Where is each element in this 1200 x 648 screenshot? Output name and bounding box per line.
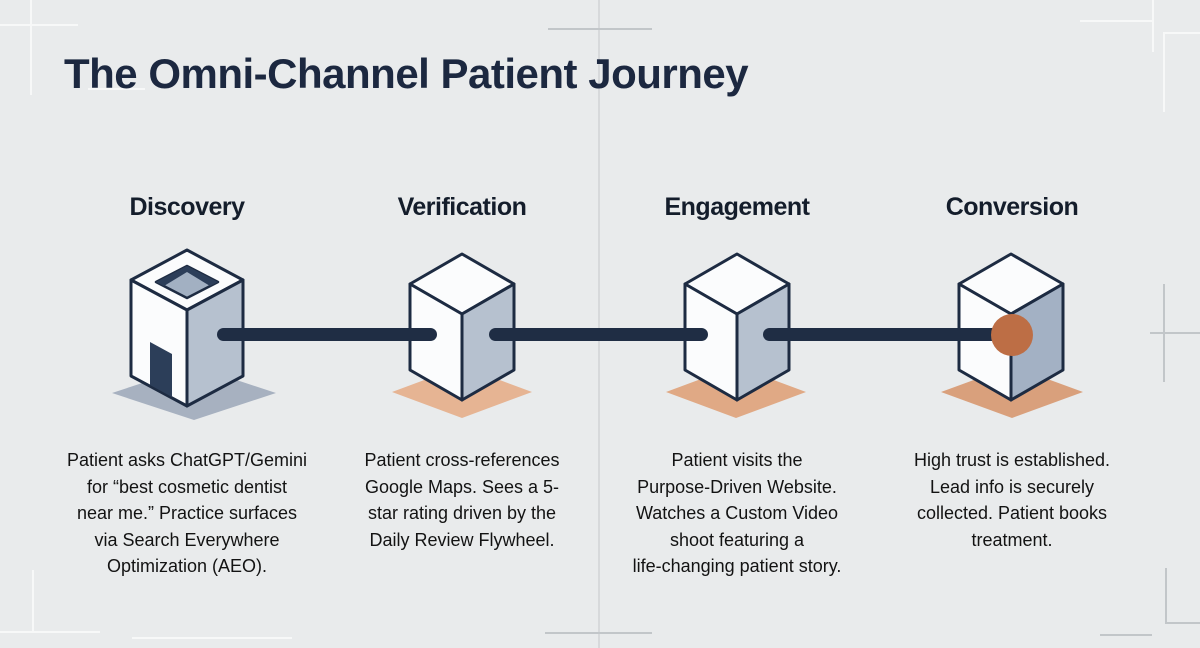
- registration-mark: [1080, 20, 1152, 22]
- connector-line-discovery-verification: [217, 328, 437, 341]
- registration-mark: [1163, 32, 1165, 112]
- stage-conversion-label: Conversion: [945, 193, 1079, 221]
- stage-discovery-label: Discovery: [129, 193, 245, 221]
- registration-mark: [1152, 0, 1154, 52]
- page-title: The Omni-Channel Patient Journey: [64, 50, 749, 97]
- open-box-icon: [129, 248, 245, 408]
- registration-mark: [0, 24, 78, 26]
- registration-mark: [0, 631, 100, 633]
- connector-line-verification-engagement: [489, 328, 708, 341]
- stage-conversion-description: High trust is established. Lead info is …: [913, 450, 1111, 550]
- stage-discovery-description: Patient asks ChatGPT/Gemini for “best co…: [66, 450, 308, 576]
- stage-discovery: Discovery Patient asks ChatGPT/Gemini fo…: [27, 140, 347, 600]
- stage-verification-label: Verification: [397, 193, 527, 221]
- registration-mark: [1100, 634, 1152, 636]
- stage-engagement-description: Patient visits the Purpose-Driven Websit…: [632, 450, 842, 576]
- crosshair-mark-top: [548, 28, 652, 30]
- registration-mark: [1165, 622, 1200, 624]
- crosshair-mark-bottom: [545, 632, 652, 634]
- cube-icon: [957, 252, 1065, 402]
- stage-conversion: Conversion High trust is established. Le…: [852, 140, 1172, 600]
- registration-mark: [132, 637, 292, 639]
- registration-mark: [30, 0, 32, 95]
- stage-engagement: Engagement Patient visits the Purpose-Dr…: [577, 140, 897, 600]
- registration-mark: [1163, 32, 1200, 34]
- stage-engagement-label: Engagement: [664, 193, 810, 221]
- stage-verification: Verification Patient cross-references Go…: [302, 140, 622, 600]
- connector-line-engagement-conversion: [763, 328, 1013, 341]
- cube-icon: [408, 252, 516, 402]
- cube-icon: [683, 252, 791, 402]
- stage-verification-description: Patient cross-references Google Maps. Se…: [364, 450, 560, 550]
- conversion-node-icon: [991, 314, 1033, 356]
